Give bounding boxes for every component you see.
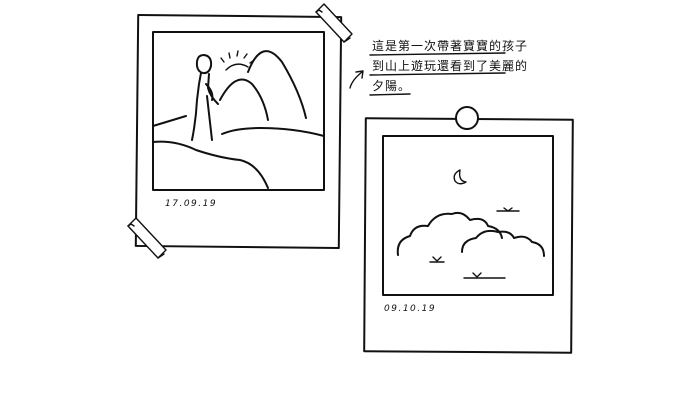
cloud-right (461, 229, 545, 257)
polaroid-1-date: 17.09.19 (165, 199, 217, 209)
hill-line-bottom (152, 140, 269, 189)
sun-icon (225, 63, 249, 71)
bird-icons (429, 207, 520, 279)
hill-line-top (152, 115, 325, 137)
arrow-icon (349, 70, 364, 89)
polaroid-1-frame (134, 13, 343, 250)
note-line-1: 這是第一次帶著寶寶的孩子 (372, 38, 528, 53)
note-underline-3 (369, 93, 411, 96)
cloud-left (396, 211, 503, 256)
polaroid-2-frame (363, 117, 574, 354)
sun-rays (220, 50, 255, 64)
handwritten-note: 這是第一次帶著寶寶的孩子 到山上遊玩還看到了美麗的 夕陽。 (349, 38, 528, 96)
mountain-back (247, 50, 307, 119)
polaroid-2: 09.10.19 (363, 106, 574, 354)
note-underline-1 (369, 52, 506, 56)
note-line-3: 夕陽。 (372, 79, 411, 93)
note-underline-2 (369, 72, 506, 76)
moon-icon (453, 169, 467, 185)
mountain-front (219, 78, 269, 121)
person-body (191, 72, 219, 141)
polaroid-2-photo (382, 135, 554, 296)
polaroid-2-date: 09.10.19 (384, 304, 436, 314)
tape-bottom-left (127, 217, 167, 259)
note-line-2: 到山上遊玩還看到了美麗的 (372, 58, 528, 73)
tape-top-right (315, 3, 353, 43)
polaroid-1-scene (152, 50, 325, 189)
polaroid-1-photo (152, 31, 325, 191)
pin-icon (455, 106, 479, 130)
person-head (195, 54, 213, 75)
polaroid-1: 17.09.19 (127, 3, 353, 259)
polaroid-2-scene (396, 169, 545, 279)
